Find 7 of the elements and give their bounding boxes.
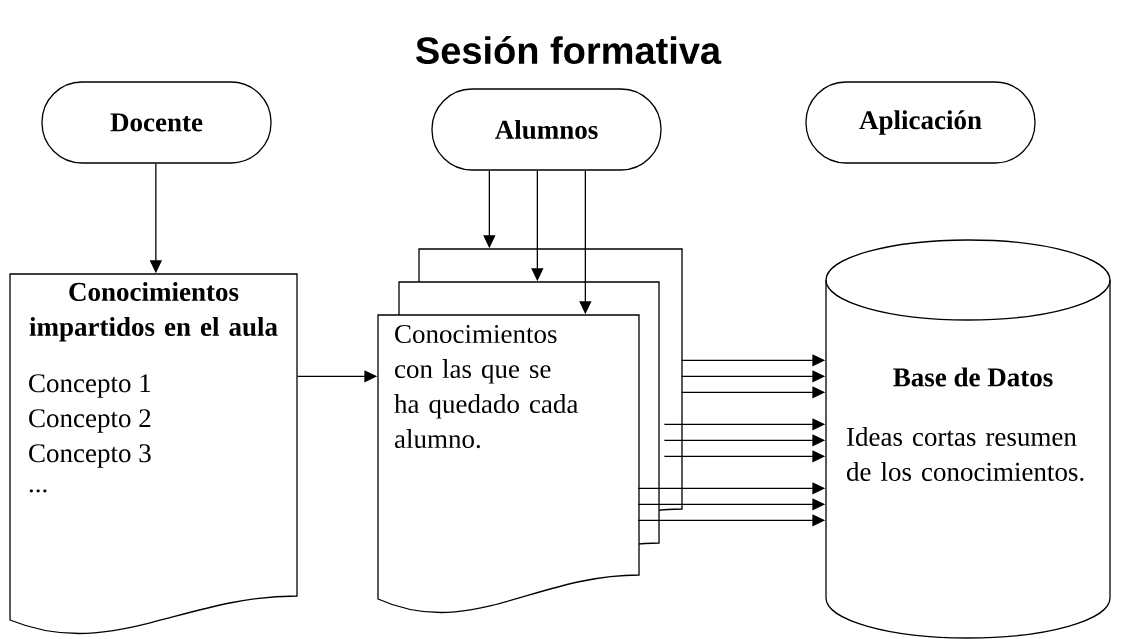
title: Sesión formativa <box>416 35 722 65</box>
node-label: Base de Datos <box>893 367 1053 387</box>
terminal-box: Aplicación <box>805 81 1036 164</box>
database-cylinder: Base de Datos Ideas cortas resumen de los conocimientos. <box>825 239 1111 639</box>
terminal-box: Alumnos <box>431 88 662 171</box>
terminal-box: Docente <box>41 81 272 164</box>
node-label: Ideas cortas resumen de los conocimientos. <box>846 426 1084 482</box>
